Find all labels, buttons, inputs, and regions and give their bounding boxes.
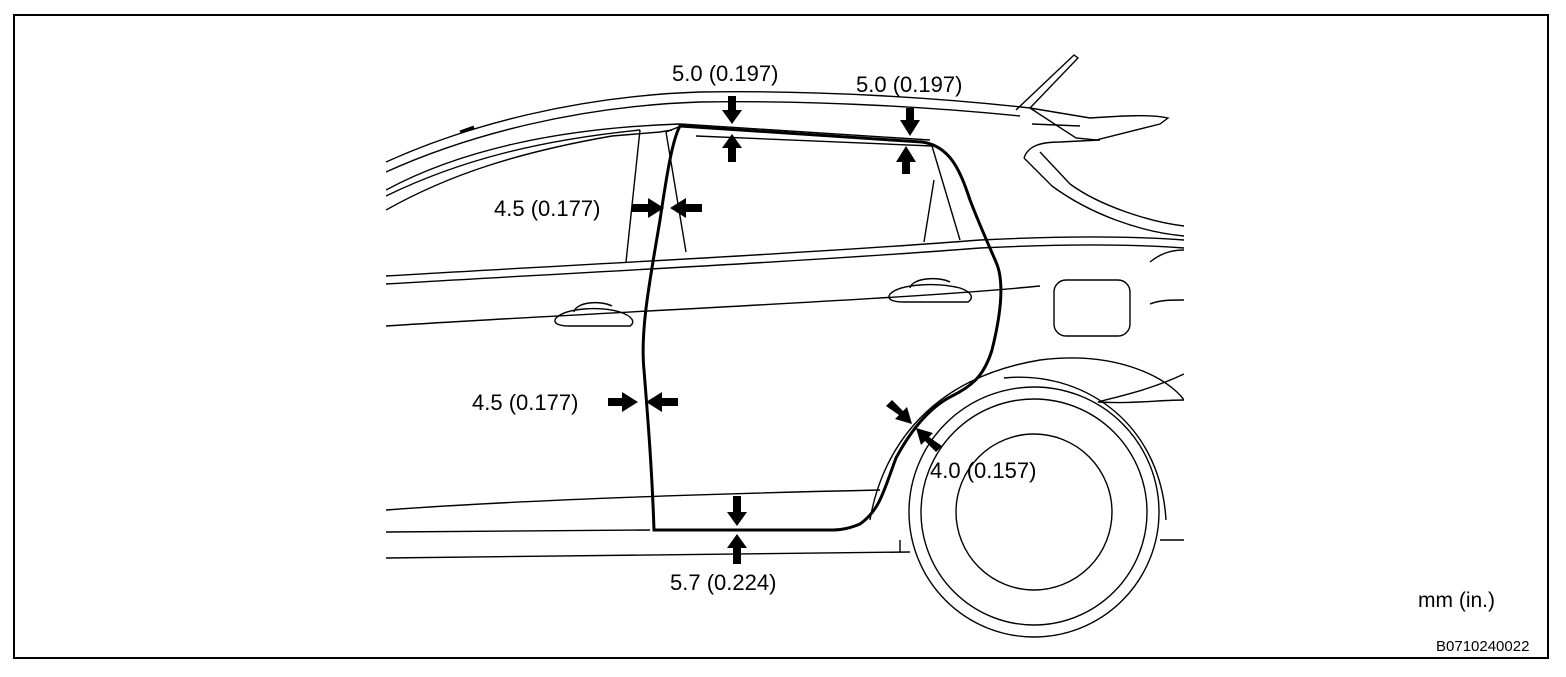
measurement-label-wheel-arch: 4.0 (0.157) [930, 458, 1037, 483]
units-label: mm (in.) [1418, 589, 1495, 612]
arrow-up-icon [727, 534, 747, 564]
measurement-label-top-left: 5.0 (0.197) [672, 61, 779, 86]
figure-id: B0710240022 [1436, 638, 1530, 655]
arrow-down-icon [727, 496, 747, 526]
arrow-up-icon [896, 146, 916, 174]
arrow-diagonal-in-icon [886, 400, 912, 424]
arrow-up-icon [722, 134, 742, 162]
arrow-down-icon [900, 108, 920, 136]
rear-wheel [908, 376, 1167, 638]
arrow-left-icon [670, 198, 702, 218]
arrow-right-icon [608, 392, 638, 412]
arrow-right-icon [632, 198, 664, 218]
arrow-diagonal-out-icon [916, 428, 942, 452]
car-body-outline [386, 54, 1184, 559]
door-seal-outline [641, 124, 1003, 532]
arrow-down-icon [722, 96, 742, 124]
measurement-label-bottom: 5.7 (0.224) [670, 570, 777, 595]
measurement-label-top-right: 5.0 (0.197) [856, 72, 963, 97]
measurement-arrows [608, 96, 942, 564]
figure-frame [13, 14, 1549, 659]
arrow-left-icon [646, 392, 678, 412]
measurement-label-front-edge: 4.5 (0.177) [472, 390, 579, 415]
measurement-label-pillar-upper: 4.5 (0.177) [494, 196, 601, 221]
